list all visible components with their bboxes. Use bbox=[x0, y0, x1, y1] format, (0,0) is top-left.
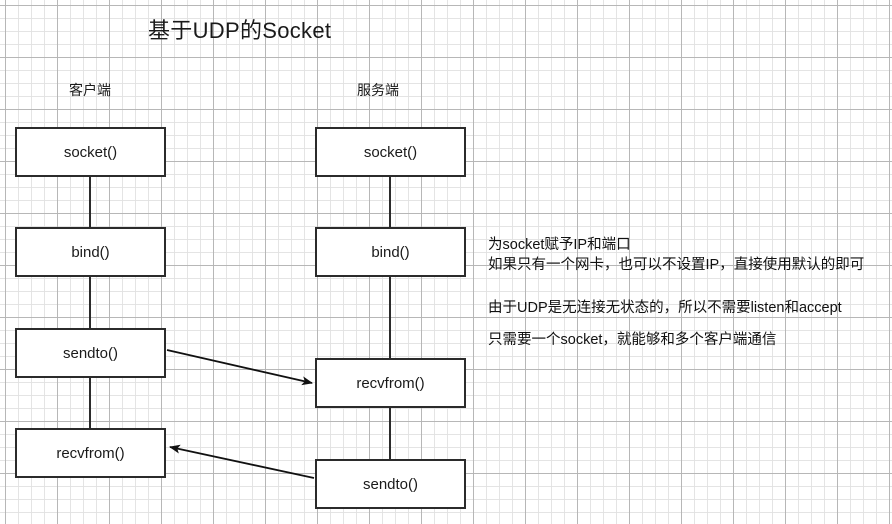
column-header-client: 客户端 bbox=[69, 82, 111, 98]
node-client-socket[interactable]: socket() bbox=[15, 127, 166, 177]
arrow-client-sendto-to-server-recvfrom bbox=[166, 349, 313, 386]
node-server-recvfrom[interactable]: recvfrom() bbox=[315, 358, 466, 408]
connector-server-socket-bind bbox=[389, 177, 391, 227]
page-title: 基于UDP的Socket bbox=[148, 18, 332, 43]
annotation-bind: 为socket赋予IP和端口 如果只有一个网卡，也可以不设置IP，直接使用默认的… bbox=[488, 235, 864, 275]
arrow-server-sendto-to-client-recvfrom bbox=[169, 444, 315, 479]
node-server-socket[interactable]: socket() bbox=[315, 127, 466, 177]
node-client-sendto[interactable]: sendto() bbox=[15, 328, 166, 378]
connector-server-bind-recvfrom bbox=[389, 277, 391, 358]
connector-server-recvfrom-sendto bbox=[389, 408, 391, 459]
annotation-bind-line-2: 如果只有一个网卡，也可以不设置IP，直接使用默认的即可 bbox=[488, 257, 865, 273]
connector-client-bind-sendto bbox=[89, 277, 91, 328]
node-server-bind[interactable]: bind() bbox=[315, 227, 466, 277]
node-client-bind[interactable]: bind() bbox=[15, 227, 166, 277]
column-header-server: 服务端 bbox=[357, 82, 399, 98]
annotation-bind-line-1: 为socket赋予IP和端口 bbox=[488, 237, 631, 253]
annotation-udp-connectionless: 由于UDP是无连接无状态的，所以不需要listen和accept bbox=[488, 300, 842, 316]
annotation-single-socket: 只需要一个socket，就能够和多个客户端通信 bbox=[488, 332, 777, 348]
connector-client-sendto-recvfrom bbox=[89, 378, 91, 428]
node-client-recvfrom[interactable]: recvfrom() bbox=[15, 428, 166, 478]
node-server-sendto[interactable]: sendto() bbox=[315, 459, 466, 509]
connector-client-socket-bind bbox=[89, 177, 91, 227]
